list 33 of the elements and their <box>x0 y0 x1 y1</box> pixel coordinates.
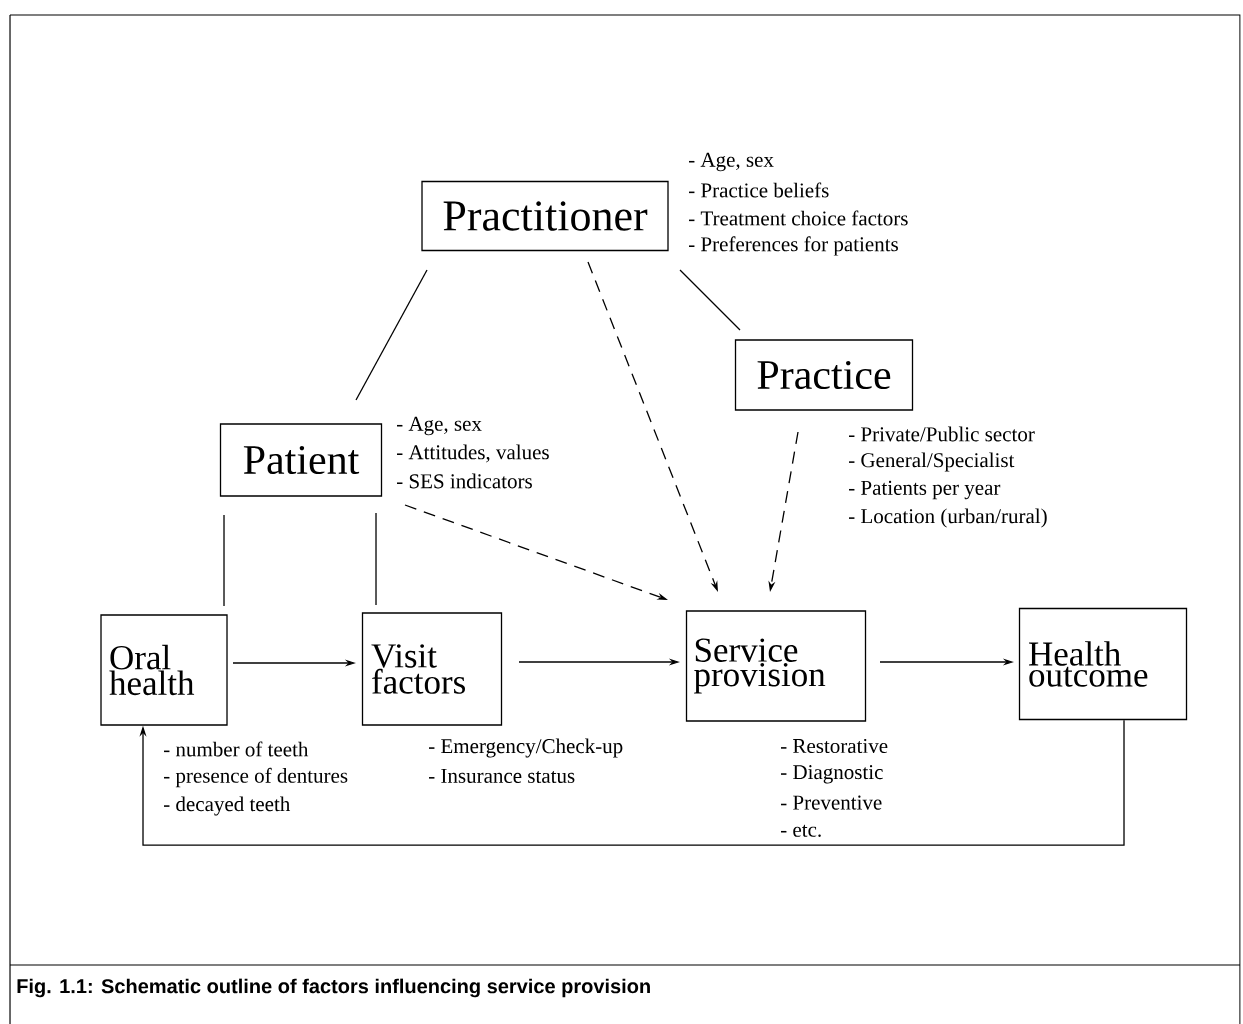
note-text: - Restorative <box>781 738 888 754</box>
process-box: Service provision <box>685 610 867 722</box>
connector-line <box>679 269 741 331</box>
note-text: - Age, sex <box>397 416 482 436</box>
note-text: - Emergency/Check-up <box>429 738 623 758</box>
connector-line <box>375 512 377 606</box>
caption: Fig. 1.1: Schematic outline of factors influencing service provision <box>17 978 650 998</box>
process-box: Visit factors <box>361 612 503 726</box>
note-text: - SES indicators <box>397 473 532 489</box>
note-text: - Treatment choice factors <box>689 210 908 226</box>
note-text: - presence of dentures <box>164 767 348 788</box>
process-box: Health outcome <box>1018 607 1188 721</box>
note-text: - etc. <box>781 824 821 837</box>
process-box: Oral health <box>100 614 228 726</box>
note-text: - Preferences for patients <box>689 236 898 256</box>
note-text: - Practice beliefs <box>689 182 829 198</box>
connector-line <box>223 514 225 607</box>
process-box: Practitioner <box>421 180 669 252</box>
process-box: Patient <box>219 423 383 497</box>
note-text: - Preventive <box>781 795 882 810</box>
note-text: - Patients per year <box>849 480 1001 500</box>
note-text: - Attitudes, values <box>397 444 549 463</box>
note-text: - number of teeth <box>164 741 309 757</box>
note-text: - Age, sex <box>689 152 774 172</box>
note-text: - Private/Public sector <box>849 426 1035 442</box>
note-text: - decayed teeth <box>164 796 291 816</box>
connector-line <box>355 269 428 401</box>
note-text: - Insurance status <box>429 769 575 783</box>
feedback-arrow <box>139 719 1125 846</box>
note-text: - Location (urban/rural) <box>849 508 1047 528</box>
note-text: - Diagnostic <box>781 765 883 784</box>
note-text: - General/Specialist <box>849 452 1015 472</box>
process-box: Practice <box>734 339 914 411</box>
